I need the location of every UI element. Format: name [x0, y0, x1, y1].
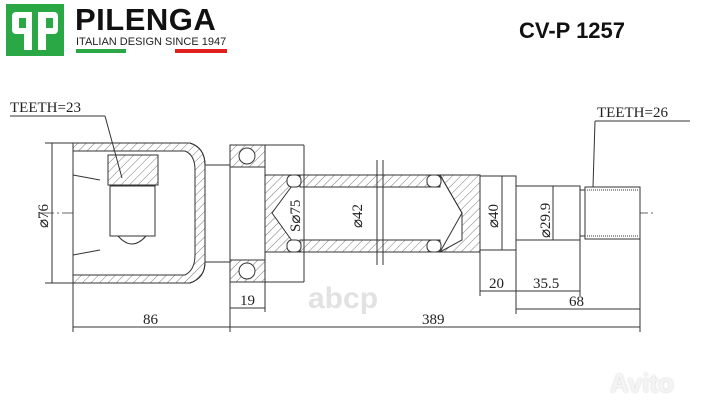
- dia-sphere: S⌀75: [288, 200, 304, 232]
- bearing-seat: [515, 185, 581, 241]
- watermark-abcp: abcp: [308, 282, 378, 315]
- teeth-left-label: TEETH=23: [10, 100, 81, 116]
- flag-stripe-green: [76, 49, 126, 53]
- len-tail: 68: [569, 294, 584, 310]
- dia-tube: ⌀42: [350, 204, 366, 228]
- flag-stripe-red: [175, 49, 227, 53]
- teeth-right-label: TEETH=26: [597, 105, 668, 121]
- watermark-avito: Avito: [610, 368, 675, 398]
- spline: [584, 186, 641, 240]
- len-bearing: 19: [240, 293, 255, 309]
- len-overall: 389: [422, 312, 445, 328]
- len-collar: 20: [489, 276, 504, 292]
- brand-name: PILENGA: [75, 2, 217, 37]
- len-housing: 86: [143, 312, 159, 328]
- collar: [479, 175, 517, 251]
- neck: [204, 164, 231, 263]
- dia-seat: ⌀29.9: [538, 203, 554, 238]
- len-seat: 35.5: [533, 276, 559, 292]
- dia-collar: ⌀40: [486, 204, 502, 228]
- brand-tagline: ITALIAN DESIGN SINCE 1947: [76, 36, 227, 48]
- part-number: CV-P 1257: [519, 18, 626, 43]
- dia-housing: ⌀76: [36, 203, 52, 228]
- pilenga-logo-icon: [6, 4, 64, 56]
